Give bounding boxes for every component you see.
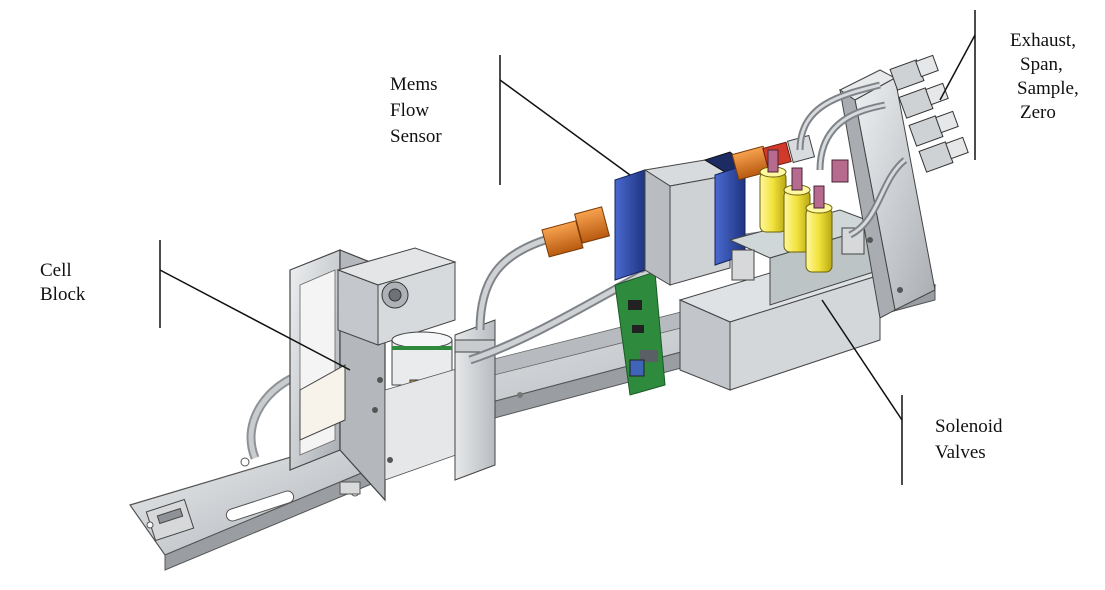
label-zero: Zero [1020, 102, 1056, 123]
solenoid-leader-pointer [821, 299, 903, 421]
label-flow: Flow [390, 100, 430, 121]
label-cell: Cell [40, 260, 72, 281]
label-solenoid: Solenoid [935, 416, 1003, 437]
cell-leader-pointer [159, 269, 351, 371]
leader-lines [159, 10, 976, 485]
latch [145, 498, 195, 542]
yellow-valve-3 [805, 185, 833, 273]
circuit-board [614, 271, 666, 396]
exhaust-fitting [889, 54, 939, 91]
side-panel [454, 319, 496, 481]
sample-fitting [908, 110, 959, 147]
span-fitting [898, 82, 949, 119]
ports-leader-pointer-1 [939, 34, 976, 101]
label-valves: Valves [935, 442, 986, 463]
mems-leader-pointer [499, 79, 631, 176]
label-sample: Sample, [1017, 78, 1079, 99]
cell-block-assembly [289, 247, 471, 502]
label-mems: Mems [390, 74, 438, 95]
port-bracket [796, 54, 969, 319]
solenoid-valve-manifold [678, 149, 882, 391]
yellow-valve-2 [783, 167, 811, 253]
label-block: Block [40, 284, 86, 305]
label-exhaust: Exhaust, [1010, 30, 1076, 51]
label-span: Span, [1020, 54, 1063, 75]
label-sensor: Sensor [390, 126, 442, 147]
zero-fitting [918, 136, 969, 173]
